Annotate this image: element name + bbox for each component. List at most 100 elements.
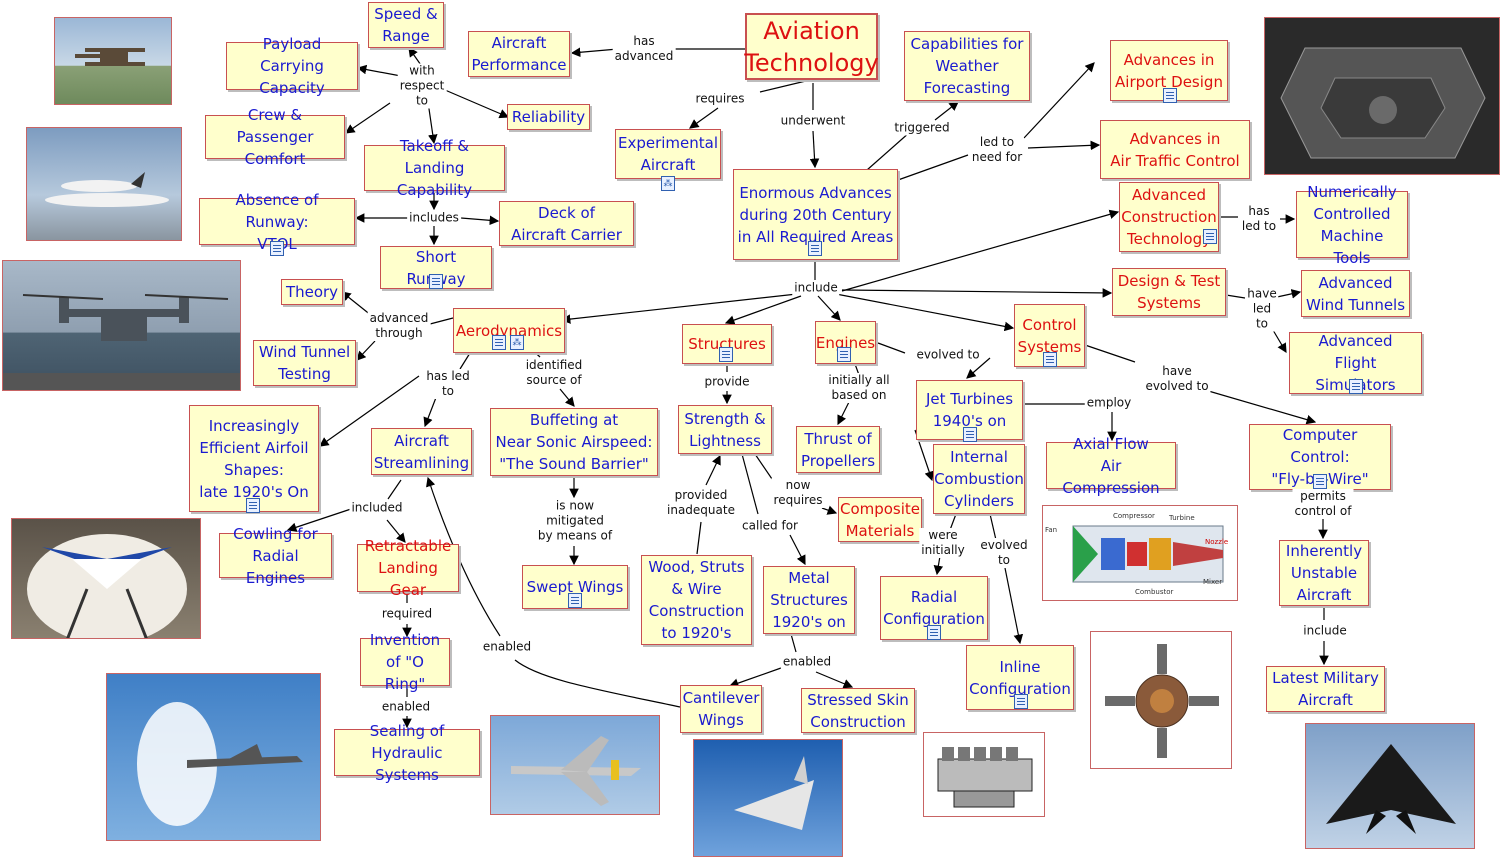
connector-line <box>689 107 719 129</box>
link-label: triggered <box>892 120 952 136</box>
node-aircraft-streamlining[interactable]: Aircraft Streamlining <box>371 428 472 475</box>
node-advanced-wind-tunnels[interactable]: Advanced Wind Tunnels <box>1301 270 1410 317</box>
node-retractable-gear[interactable]: Retractable Landing Gear <box>357 537 459 599</box>
node-thrust-propellers[interactable]: Thrust of Propellers <box>796 426 880 473</box>
document-icon[interactable] <box>429 274 443 289</box>
node-strength-lightness[interactable]: Strength & Lightness <box>678 405 772 454</box>
resource-icons <box>567 592 583 609</box>
concept-map-icon[interactable]: ⁂ <box>510 335 524 350</box>
node-nc-machine-tools[interactable]: Numerically Controlled Machine Tools <box>1296 183 1408 267</box>
node-o-ring[interactable]: Invention of "O Ring" <box>360 631 450 693</box>
node-label: Aerodynamics <box>455 321 563 340</box>
node-composite-materials[interactable]: Composite Materials <box>838 497 922 542</box>
node-deck-carrier[interactable]: Deck of Aircraft Carrier <box>499 201 634 246</box>
document-icon[interactable] <box>1043 352 1057 367</box>
connector-line <box>1204 389 1317 425</box>
node-inline-configuration[interactable]: Inline Configuration <box>966 645 1074 710</box>
node-inherently-unstable[interactable]: Inherently Unstable Aircraft <box>1279 540 1369 606</box>
connector-line <box>817 295 841 321</box>
document-icon[interactable] <box>270 241 284 256</box>
node-label: Swept Wings <box>526 578 624 596</box>
node-axial-flow[interactable]: Axial Flow Air Compression <box>1046 435 1176 497</box>
node-metal-structures[interactable]: Metal Structures 1920's on <box>763 566 855 634</box>
document-icon[interactable] <box>492 335 506 350</box>
document-icon[interactable] <box>1163 88 1177 103</box>
node-label: Sealing of Hydraulic Systems <box>369 721 445 784</box>
link-label: provide <box>702 374 752 390</box>
node-airfoil-shapes[interactable]: Increasingly Efficient Airfoil Shapes: l… <box>189 405 319 512</box>
node-weather-forecasting[interactable]: Capabilities for Weather Forecasting <box>904 31 1030 101</box>
connector-line <box>570 47 619 58</box>
concept-map-icon[interactable]: ⁂ <box>661 176 675 191</box>
node-advanced-construction[interactable]: Advanced Construction Technology <box>1119 182 1219 252</box>
document-icon[interactable] <box>719 347 733 362</box>
node-label: Payload Carrying Capacity <box>259 35 325 97</box>
node-label: Cowling for Radial Engines <box>233 524 318 587</box>
node-payload-capacity[interactable]: Payload Carrying Capacity <box>226 35 358 97</box>
node-aerodynamics[interactable]: Aerodynamics <box>453 308 565 353</box>
node-label: Inline Configuration <box>969 657 1071 698</box>
resource-icons <box>1202 228 1218 245</box>
node-cantilever-wings[interactable]: Cantilever Wings <box>680 685 762 733</box>
node-latest-military[interactable]: Latest Military Aircraft <box>1266 666 1385 712</box>
node-crew-comfort[interactable]: Crew & Passenger Comfort <box>205 106 345 168</box>
node-label: Thrust of Propellers <box>800 429 876 470</box>
shuttle-photo <box>26 127 182 241</box>
node-takeoff-landing[interactable]: Takeoff & Landing Capability <box>364 137 505 199</box>
node-cowling-radial[interactable]: Cowling for Radial Engines <box>219 525 332 587</box>
connector-line <box>821 505 838 515</box>
node-stressed-skin[interactable]: Stressed Skin Construction <box>801 688 915 733</box>
node-label: Metal Structures 1920's on <box>770 569 848 631</box>
node-hydraulic-sealing[interactable]: Sealing of Hydraulic Systems <box>334 722 480 784</box>
document-icon[interactable] <box>1014 694 1028 709</box>
node-experimental-aircraft[interactable]: Experimental Aircraft <box>615 129 721 179</box>
document-icon[interactable] <box>808 241 822 256</box>
node-theory[interactable]: Theory <box>281 279 343 305</box>
node-label: Stressed Skin Construction <box>807 690 909 731</box>
document-icon[interactable] <box>1313 474 1327 489</box>
stealth-fighter-photo <box>1305 723 1475 849</box>
node-internal-combustion[interactable]: Internal Combustion Cylinders <box>933 444 1025 514</box>
resource-icons <box>926 624 942 641</box>
node-aircraft-performance[interactable]: Aircraft Performance <box>468 31 570 77</box>
document-icon[interactable] <box>1349 379 1363 394</box>
document-icon[interactable] <box>927 625 941 640</box>
turbofan-label-nozzle: Nozzle <box>1205 538 1228 546</box>
turbofan-diagram: Fan Compressor Turbine Nozzle Combustor … <box>1042 505 1238 601</box>
node-wood-struts-wire[interactable]: Wood, Struts & Wire Construction to 1920… <box>641 555 752 645</box>
connector-line <box>841 288 1113 298</box>
node-label: Advanced Flight Simulators <box>1315 332 1395 394</box>
connector-line <box>837 401 850 426</box>
document-icon[interactable] <box>837 347 851 362</box>
node-aviation-technology[interactable]: Aviation Technology <box>744 13 879 80</box>
connector-line <box>1027 140 1101 151</box>
document-icon[interactable] <box>568 593 582 608</box>
node-reliability[interactable]: Reliability <box>507 104 590 130</box>
document-icon[interactable] <box>963 427 977 442</box>
node-air-traffic-control[interactable]: Advances in Air Traffic Control <box>1100 120 1250 179</box>
connector-line <box>790 633 797 653</box>
connector-line <box>809 130 820 169</box>
node-label: Design & Test Systems <box>1117 272 1221 312</box>
resource-icons <box>718 346 734 363</box>
node-label: Retractable Landing Gear <box>364 537 452 599</box>
link-label: is now mitigated by means of <box>535 498 615 544</box>
document-icon[interactable] <box>246 498 260 513</box>
node-speed-range[interactable]: Speed & Range <box>368 2 444 48</box>
connector-line <box>429 317 454 325</box>
node-fly-by-wire[interactable]: Computer Control: "Fly-by-Wire" <box>1249 424 1391 490</box>
connector-line <box>835 293 1015 332</box>
node-design-test-systems[interactable]: Design & Test Systems <box>1112 268 1226 316</box>
connector-line <box>1004 567 1024 645</box>
resource-icons <box>962 426 978 443</box>
node-wind-tunnel-testing[interactable]: Wind Tunnel Testing <box>253 340 356 386</box>
turbofan-label-mixer: Mixer <box>1203 578 1222 586</box>
node-buffeting-sound-barrier[interactable]: Buffeting at Near Sonic Airspeed: "The S… <box>490 408 658 476</box>
resource-icons <box>1042 351 1058 368</box>
node-engines[interactable]: Engines <box>815 321 876 364</box>
node-label: Radial Configuration <box>883 588 985 628</box>
node-vtol[interactable]: Absence of Runway: VTOL <box>199 191 355 253</box>
document-icon[interactable] <box>1203 229 1217 244</box>
